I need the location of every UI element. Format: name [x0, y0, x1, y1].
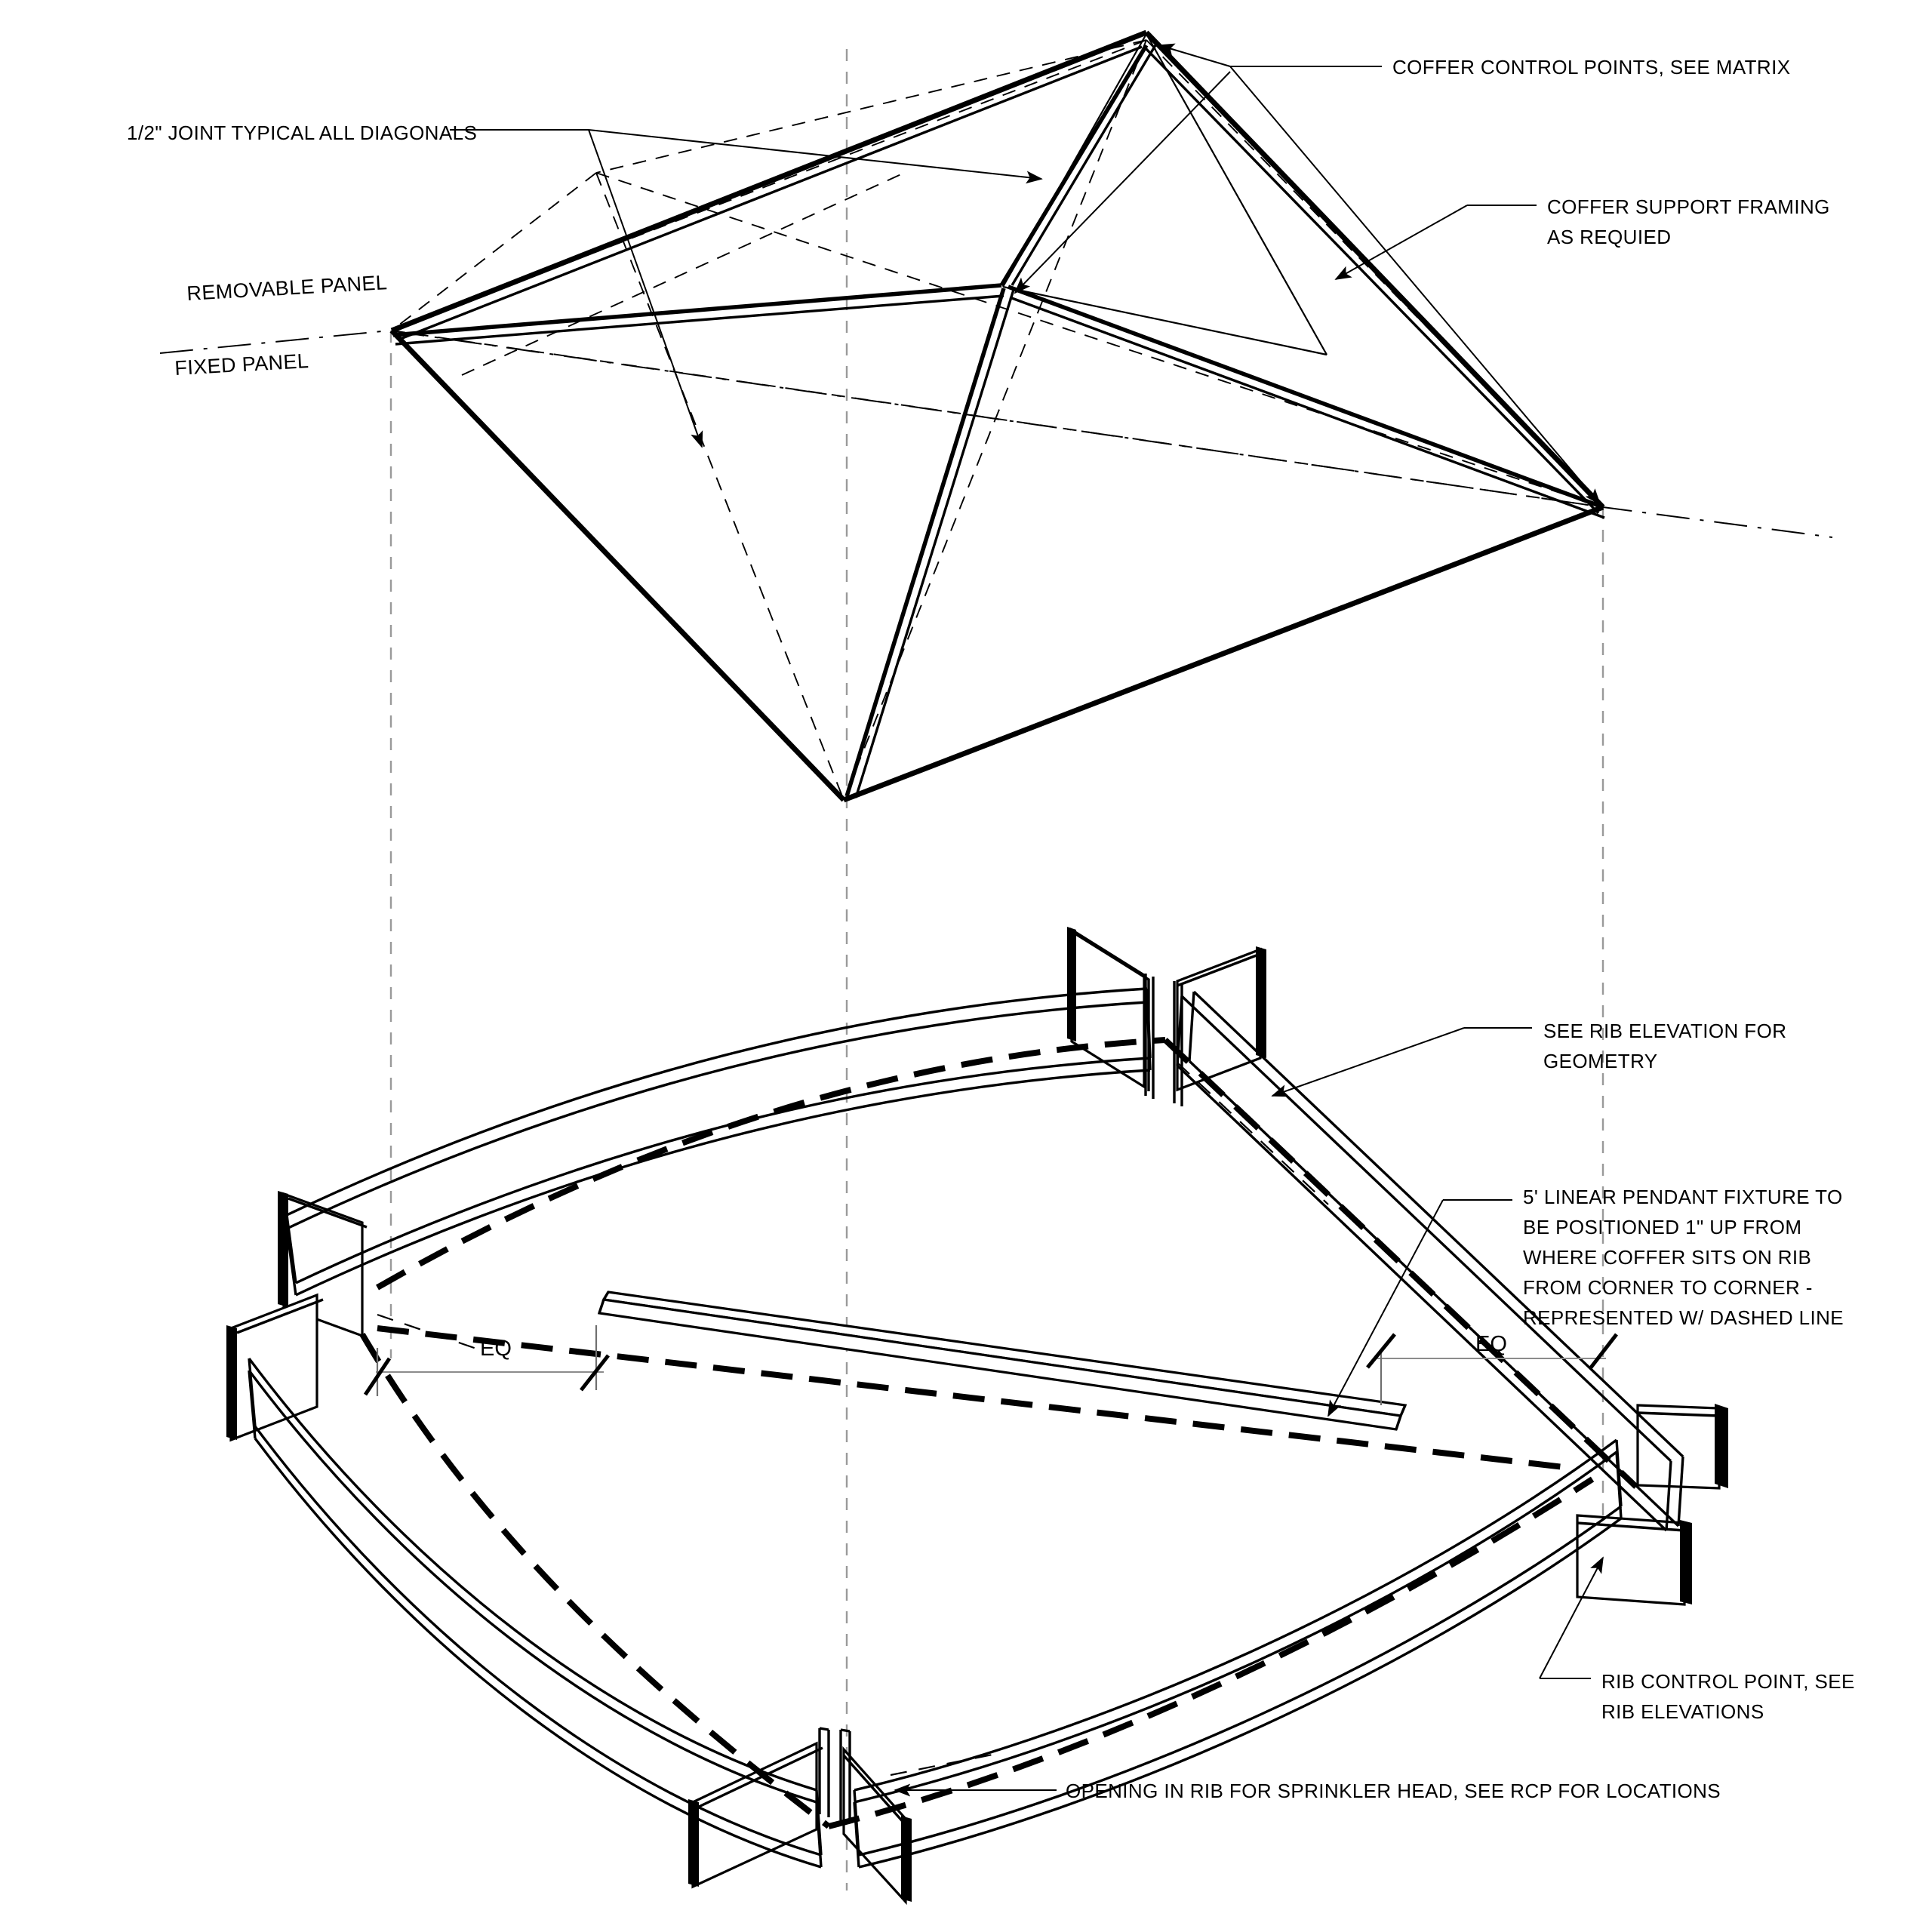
note-pendant-line3: WHERE COFFER SITS ON RIB	[1523, 1246, 1811, 1269]
rib-southeast	[853, 1438, 1623, 1869]
note-coffer-support-framing-line2: AS REQUIED	[1547, 226, 1671, 248]
coffer-support-framing-lines	[1002, 33, 1327, 356]
dimension-label-eq-right: EQ	[1475, 1332, 1507, 1356]
leader-arrow-joint-upper	[588, 129, 1043, 184]
coffer-outer-panels	[389, 29, 1605, 803]
note-sprinkler-opening: OPENING IN RIB FOR SPRINKLER HEAD, SEE R…	[1066, 1780, 1721, 1802]
corner-bracket-north	[1067, 927, 1266, 1106]
rib-framing-assembly	[226, 927, 1728, 1906]
eq-dimension-right	[1366, 1333, 1618, 1405]
note-see-rib-elevation-line1: SEE RIB ELEVATION FOR	[1543, 1020, 1786, 1042]
coffer-joint-ridges	[392, 44, 1605, 798]
note-pendant-line1: 5' LINEAR PENDANT FIXTURE TO	[1523, 1186, 1843, 1208]
note-coffer-support-framing-line1: COFFER SUPPORT FRAMING	[1547, 195, 1830, 218]
note-joint-typical: 1/2" JOINT TYPICAL ALL DIAGONALS	[127, 122, 477, 144]
dimension-label-eq-left: EQ	[480, 1337, 512, 1361]
note-pendant-line5: REPRESENTED W/ DASHED LINE	[1523, 1306, 1844, 1329]
rib-end-hidden-lines	[377, 1062, 1329, 1777]
note-see-rib-elevation-line2: GEOMETRY	[1543, 1050, 1658, 1072]
leader-arrow-rib-control-point	[1539, 1556, 1604, 1679]
linear-pendant-fixture	[597, 1291, 1407, 1431]
note-rib-control-point-line1: RIB CONTROL POINT, SEE	[1601, 1670, 1855, 1693]
leader-arrow-pendant-fixture	[1327, 1199, 1444, 1417]
corner-bracket-east	[1576, 1404, 1728, 1606]
rib-southwest	[248, 1357, 823, 1869]
note-pendant-line4: FROM CORNER TO CORNER -	[1523, 1276, 1813, 1299]
leader-arrow-control-point-right	[1229, 66, 1601, 506]
note-coffer-control-points: COFFER CONTROL POINTS, SEE MATRIX	[1392, 56, 1790, 78]
lower-view-leaders	[894, 1027, 1604, 1797]
leader-arrow-joint-lower	[588, 129, 703, 448]
note-pendant-line2: BE POSITIONED 1" UP FROM	[1523, 1216, 1801, 1238]
eq-dimension-left	[363, 1325, 610, 1396]
coffer-seat-hidden-lines	[359, 1037, 1638, 1829]
coffer-assembly	[159, 29, 1833, 803]
upper-view-leaders	[450, 43, 1601, 506]
leader-arrow-rib-elevation	[1271, 1027, 1465, 1097]
note-rib-control-point-line2: RIB ELEVATIONS	[1601, 1700, 1764, 1723]
leader-arrow-control-point-apex	[1158, 43, 1231, 67]
leader-arrow-control-point-mid	[1014, 71, 1231, 294]
projection-lines	[389, 49, 1604, 1890]
leader-arrow-support-framing	[1334, 205, 1468, 280]
